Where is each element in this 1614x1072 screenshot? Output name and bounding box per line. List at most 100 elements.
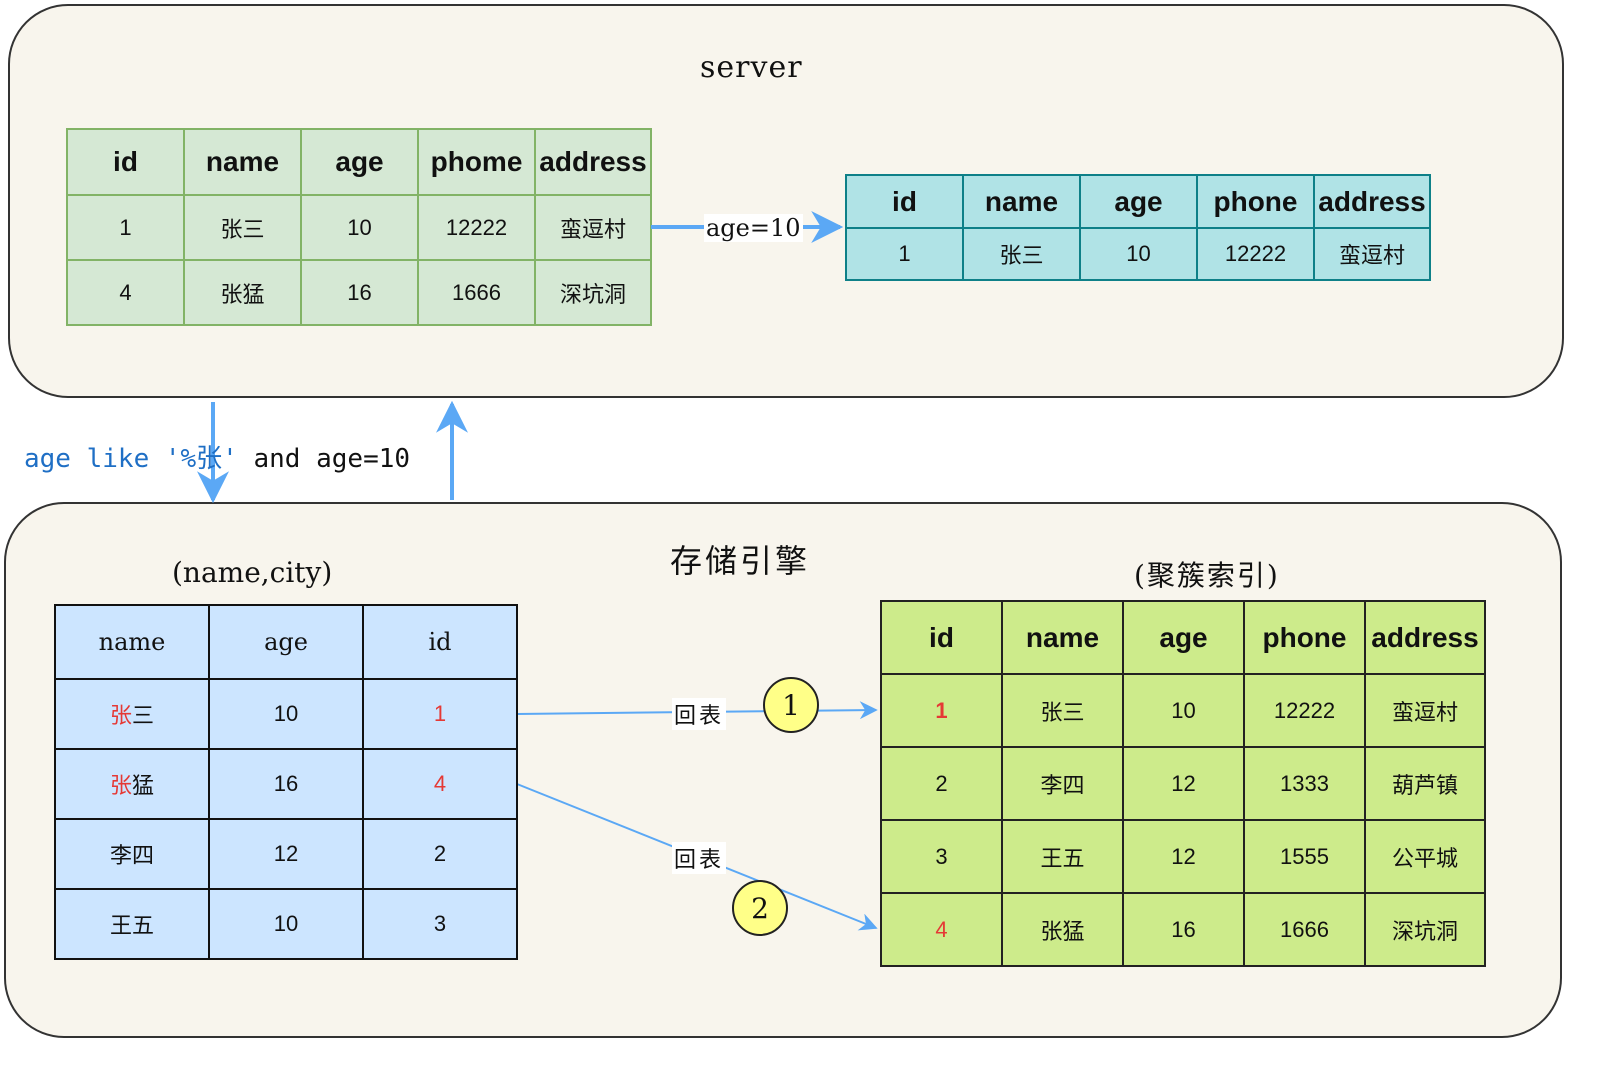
- clustered-index-table: id name age phone address 1 张三 10 12222 …: [880, 600, 1486, 967]
- pushdown-query-rest: and age=10: [237, 444, 411, 474]
- lookup-label-2: 回表: [672, 842, 727, 874]
- cell-address: 葫芦镇: [1364, 746, 1486, 821]
- lookup-label-1: 回表: [672, 698, 727, 730]
- column-header-address: address: [534, 128, 652, 196]
- table-row: 李四 12 2: [54, 818, 518, 890]
- column-header-phone: phone: [1243, 600, 1366, 675]
- pushdown-query: age like '%张' and age=10: [24, 438, 410, 475]
- cell-address: 蛮逗村: [1364, 673, 1486, 748]
- column-header-id: id: [880, 600, 1003, 675]
- cell-phone: 1555: [1243, 819, 1366, 894]
- cell-id: 3: [362, 888, 518, 960]
- filter-label: age=10: [704, 214, 803, 242]
- cell-age: 12: [1122, 819, 1245, 894]
- table-row: 张三 10 1: [54, 678, 518, 750]
- cell-name: 李四: [1001, 746, 1124, 821]
- column-header-name: name: [183, 128, 302, 196]
- cell-age: 10: [208, 888, 364, 960]
- cell-name: 张三: [183, 194, 302, 261]
- table-row: 张猛 16 4: [54, 748, 518, 820]
- cell-name: 王五: [54, 888, 210, 960]
- cell-age: 10: [1122, 673, 1245, 748]
- name-rest: 猛: [132, 773, 155, 798]
- cell-address: 深坑洞: [1364, 892, 1486, 967]
- step-number-2: 2: [751, 892, 769, 925]
- column-header-id: id: [362, 604, 518, 680]
- cell-id: 1: [66, 194, 185, 261]
- cell-name: 张猛: [183, 259, 302, 326]
- cell-age: 16: [208, 748, 364, 820]
- cell-phone: 1666: [417, 259, 536, 326]
- cell-age: 10: [208, 678, 364, 750]
- column-header-phone: phone: [1196, 174, 1315, 229]
- cell-id: 1: [845, 227, 964, 281]
- step-marker-1: 1: [763, 677, 819, 733]
- table-row: 1 张三 10 12222 蛮逗村: [845, 227, 1431, 281]
- table-row: 1 张三 10 12222 蛮逗村: [66, 194, 652, 261]
- column-header-name: name: [962, 174, 1081, 229]
- cell-id: 4: [66, 259, 185, 326]
- table-row: 3 王五 12 1555 公平城: [880, 819, 1486, 894]
- table-row: 4 张猛 16 1666 深坑洞: [66, 259, 652, 326]
- cell-age: 16: [1122, 892, 1245, 967]
- column-header-id: id: [845, 174, 964, 229]
- cell-name: 张三: [962, 227, 1081, 281]
- cell-phone: 12222: [417, 194, 536, 261]
- name-rest: 李四: [109, 843, 154, 868]
- column-header-id: id: [66, 128, 185, 196]
- cell-name: 张猛: [1001, 892, 1124, 967]
- column-header-address: address: [1364, 600, 1486, 675]
- name-match-prefix: 张: [109, 773, 132, 798]
- column-header-age: age: [1122, 600, 1245, 675]
- column-header-age: age: [208, 604, 364, 680]
- table-row: 王五 10 3: [54, 888, 518, 960]
- step-number-1: 1: [782, 689, 800, 722]
- server-source-table: id name age phome address 1 张三 10 12222 …: [66, 128, 652, 326]
- column-header-phone: phome: [417, 128, 536, 196]
- column-header-age: age: [300, 128, 419, 196]
- name-match-prefix: 张: [109, 703, 132, 728]
- secondary-index-table: name age id 张三 10 1 张猛 16 4 李四 12 2 王五 1…: [54, 604, 518, 960]
- cell-address: 公平城: [1364, 819, 1486, 894]
- server-result-table: id name age phone address 1 张三 10 12222 …: [845, 174, 1431, 281]
- table-row: 4 张猛 16 1666 深坑洞: [880, 892, 1486, 967]
- name-rest: 王五: [109, 913, 154, 938]
- cell-age: 10: [1079, 227, 1198, 281]
- column-header-name: name: [1001, 600, 1124, 675]
- step-marker-2: 2: [732, 880, 788, 936]
- cell-name: 张三: [1001, 673, 1124, 748]
- cell-name: 张猛: [54, 748, 210, 820]
- cell-id: 4: [362, 748, 518, 820]
- cell-address: 深坑洞: [534, 259, 652, 326]
- cell-address: 蛮逗村: [1313, 227, 1431, 281]
- cell-name: 张三: [54, 678, 210, 750]
- cell-address: 蛮逗村: [534, 194, 652, 261]
- cell-age: 10: [300, 194, 419, 261]
- cell-phone: 1666: [1243, 892, 1366, 967]
- column-header-age: age: [1079, 174, 1198, 229]
- cell-name: 王五: [1001, 819, 1124, 894]
- cell-age: 16: [300, 259, 419, 326]
- cell-name: 李四: [54, 818, 210, 890]
- cell-id: 2: [362, 818, 518, 890]
- cell-id: 2: [880, 746, 1003, 821]
- table-row: 2 李四 12 1333 葫芦镇: [880, 746, 1486, 821]
- cell-phone: 1333: [1243, 746, 1366, 821]
- cell-age: 12: [208, 818, 364, 890]
- cell-id: 1: [362, 678, 518, 750]
- table-row: 1 张三 10 12222 蛮逗村: [880, 673, 1486, 748]
- engine-title: 存储引擎: [670, 542, 811, 580]
- cell-phone: 12222: [1243, 673, 1366, 748]
- server-title: server: [700, 50, 803, 85]
- cell-id: 3: [880, 819, 1003, 894]
- cell-age: 12: [1122, 746, 1245, 821]
- column-header-name: name: [54, 604, 210, 680]
- cell-phone: 12222: [1196, 227, 1315, 281]
- cell-id: 1: [880, 673, 1003, 748]
- name-rest: 三: [132, 703, 155, 728]
- pushdown-query-condition: age like '%张': [24, 444, 238, 474]
- clustered-caption: (聚簇索引): [1134, 559, 1280, 592]
- column-header-address: address: [1313, 174, 1431, 229]
- cell-id: 4: [880, 892, 1003, 967]
